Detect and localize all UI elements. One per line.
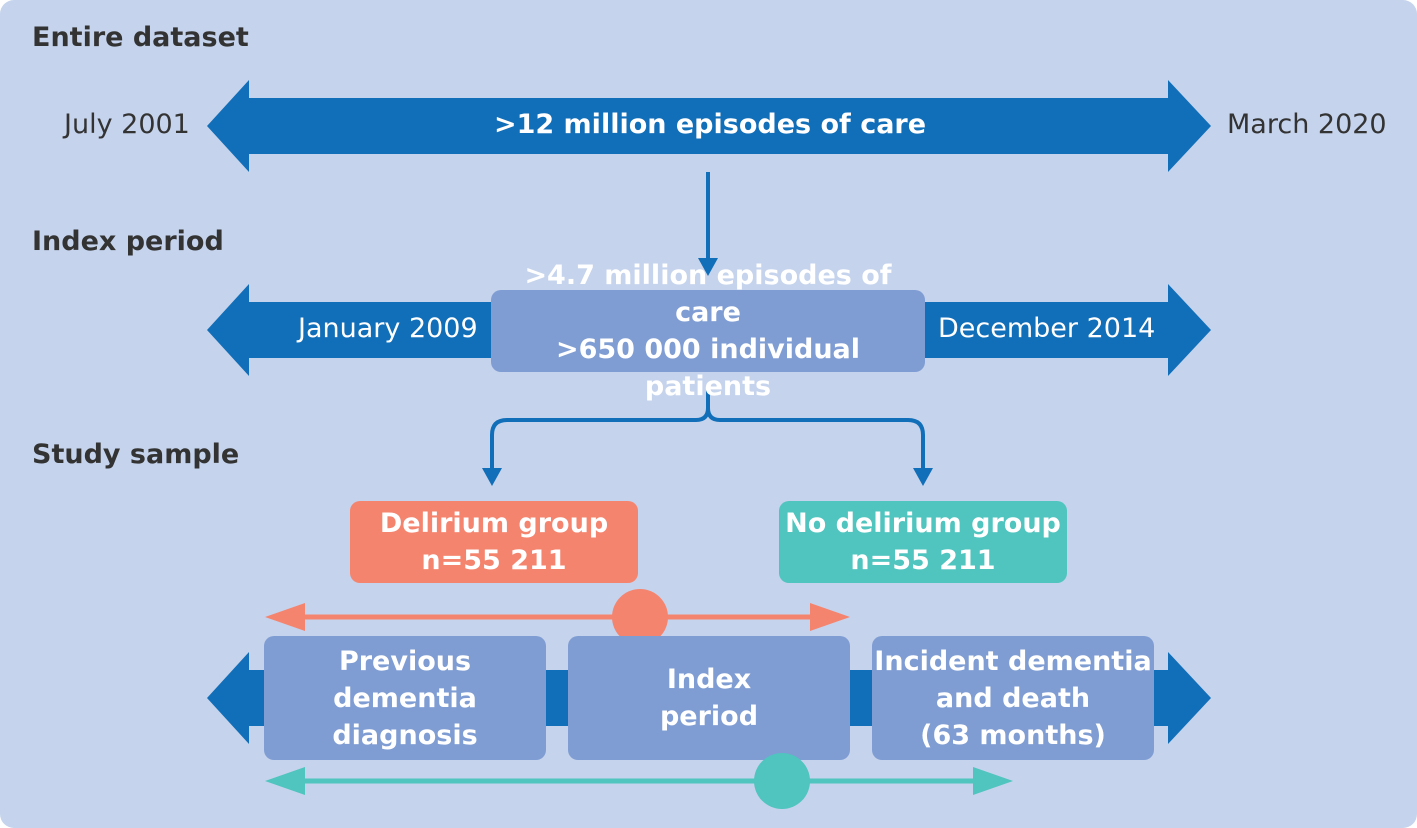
entire-dataset-start-date: July 2001 xyxy=(64,109,190,140)
entire-dataset-label: >12 million episodes of care xyxy=(493,109,927,140)
delirium-group-box: Delirium group n=55 211 xyxy=(350,501,638,583)
no-delirium-group-title: No delirium group xyxy=(785,508,1061,539)
previous-dementia-box: Previous dementia diagnosis xyxy=(264,636,546,760)
split-arrowhead-left xyxy=(482,468,502,486)
no-delirium-range-arrow xyxy=(265,767,1013,795)
no-delirium-group-count: n=55 211 xyxy=(850,545,996,576)
index-period-end-date: December 2014 xyxy=(938,313,1156,344)
previous-dementia-line-2: dementia xyxy=(333,682,477,714)
previous-dementia-line-3: diagnosis xyxy=(332,719,478,751)
index-timeline-line-1: Index xyxy=(666,664,752,695)
index-period-patients: >650 000 individual patients xyxy=(555,334,861,402)
incident-dementia-box: Incident dementia and death (63 months) xyxy=(872,636,1154,760)
section-title-entire-dataset: Entire dataset xyxy=(32,22,249,53)
index-period-box: >4.7 million episodes of care >650 000 i… xyxy=(491,260,925,402)
entire-dataset-arrow xyxy=(207,80,1211,172)
delirium-group-title: Delirium group xyxy=(379,508,609,539)
no-delirium-group-box: No delirium group n=55 211 xyxy=(779,501,1067,583)
split-brace xyxy=(490,390,925,470)
section-title-study-sample: Study sample xyxy=(32,439,240,470)
split-arrowhead-right xyxy=(913,468,933,486)
delirium-range-arrow xyxy=(265,603,850,631)
delirium-index-marker xyxy=(612,589,668,645)
followup-line-2: and death xyxy=(935,682,1091,714)
followup-line-3: (63 months) xyxy=(920,719,1106,751)
index-period-episodes: >4.7 million episodes of care xyxy=(524,260,892,328)
delirium-group-count: n=55 211 xyxy=(421,545,567,576)
index-timeline-line-2: period xyxy=(659,701,759,732)
index-period-timeline-box: Index period xyxy=(568,636,850,760)
entire-dataset-end-date: March 2020 xyxy=(1227,109,1387,140)
section-title-index-period: Index period xyxy=(32,226,224,257)
followup-line-1: Incident dementia xyxy=(874,645,1152,677)
index-period-start-date: January 2009 xyxy=(298,313,478,344)
down-arrow-to-index xyxy=(698,172,718,276)
previous-dementia-line-1: Previous xyxy=(338,645,472,677)
